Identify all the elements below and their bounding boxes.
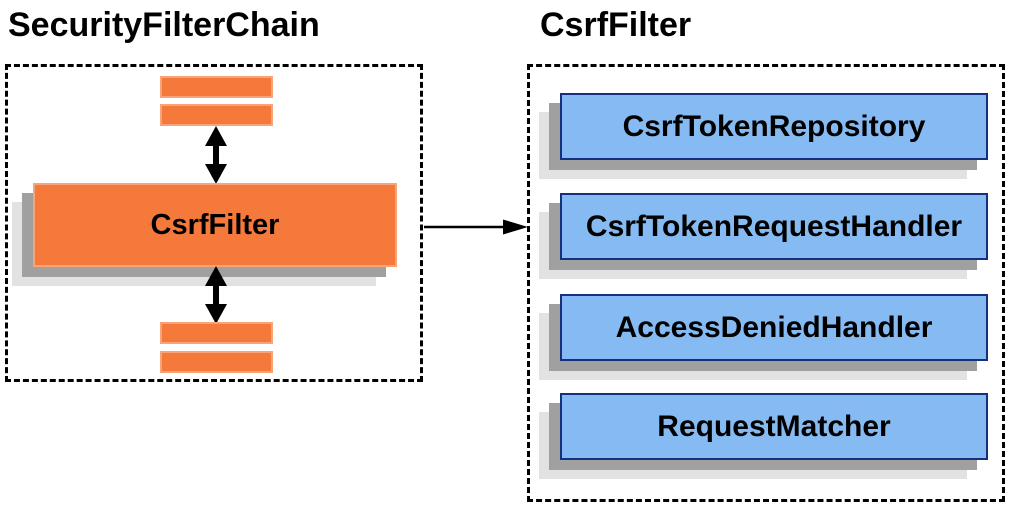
csrf-token-repository-box: CsrfTokenRepository xyxy=(560,93,988,160)
bidirectional-arrow-icon xyxy=(205,266,227,324)
bidirectional-arrow-icon xyxy=(205,126,227,184)
csrf-filter-box: CsrfFilter xyxy=(33,183,397,267)
security-filter-chain-panel xyxy=(5,64,423,382)
filter-placeholder-bar xyxy=(160,104,273,126)
csrf-token-request-handler-box: CsrfTokenRequestHandler xyxy=(560,193,988,260)
flow-arrow-icon xyxy=(424,219,528,235)
csrf-filter-box-label: CsrfFilter xyxy=(150,208,280,241)
component-label: CsrfTokenRepository xyxy=(622,109,926,143)
csrf-filter-components-panel xyxy=(527,64,1005,502)
filter-placeholder-bar xyxy=(160,76,273,98)
component-label: CsrfTokenRequestHandler xyxy=(585,209,963,243)
access-denied-handler-box: AccessDeniedHandler xyxy=(560,294,988,361)
filter-placeholder-bar xyxy=(160,322,273,344)
filter-placeholder-bar xyxy=(160,351,273,373)
csrf-filter-panel-title: CsrfFilter xyxy=(540,6,692,44)
security-filter-chain-title: SecurityFilterChain xyxy=(8,6,320,44)
component-label: RequestMatcher xyxy=(657,409,891,443)
component-label: AccessDeniedHandler xyxy=(615,310,933,344)
request-matcher-box: RequestMatcher xyxy=(560,393,988,460)
